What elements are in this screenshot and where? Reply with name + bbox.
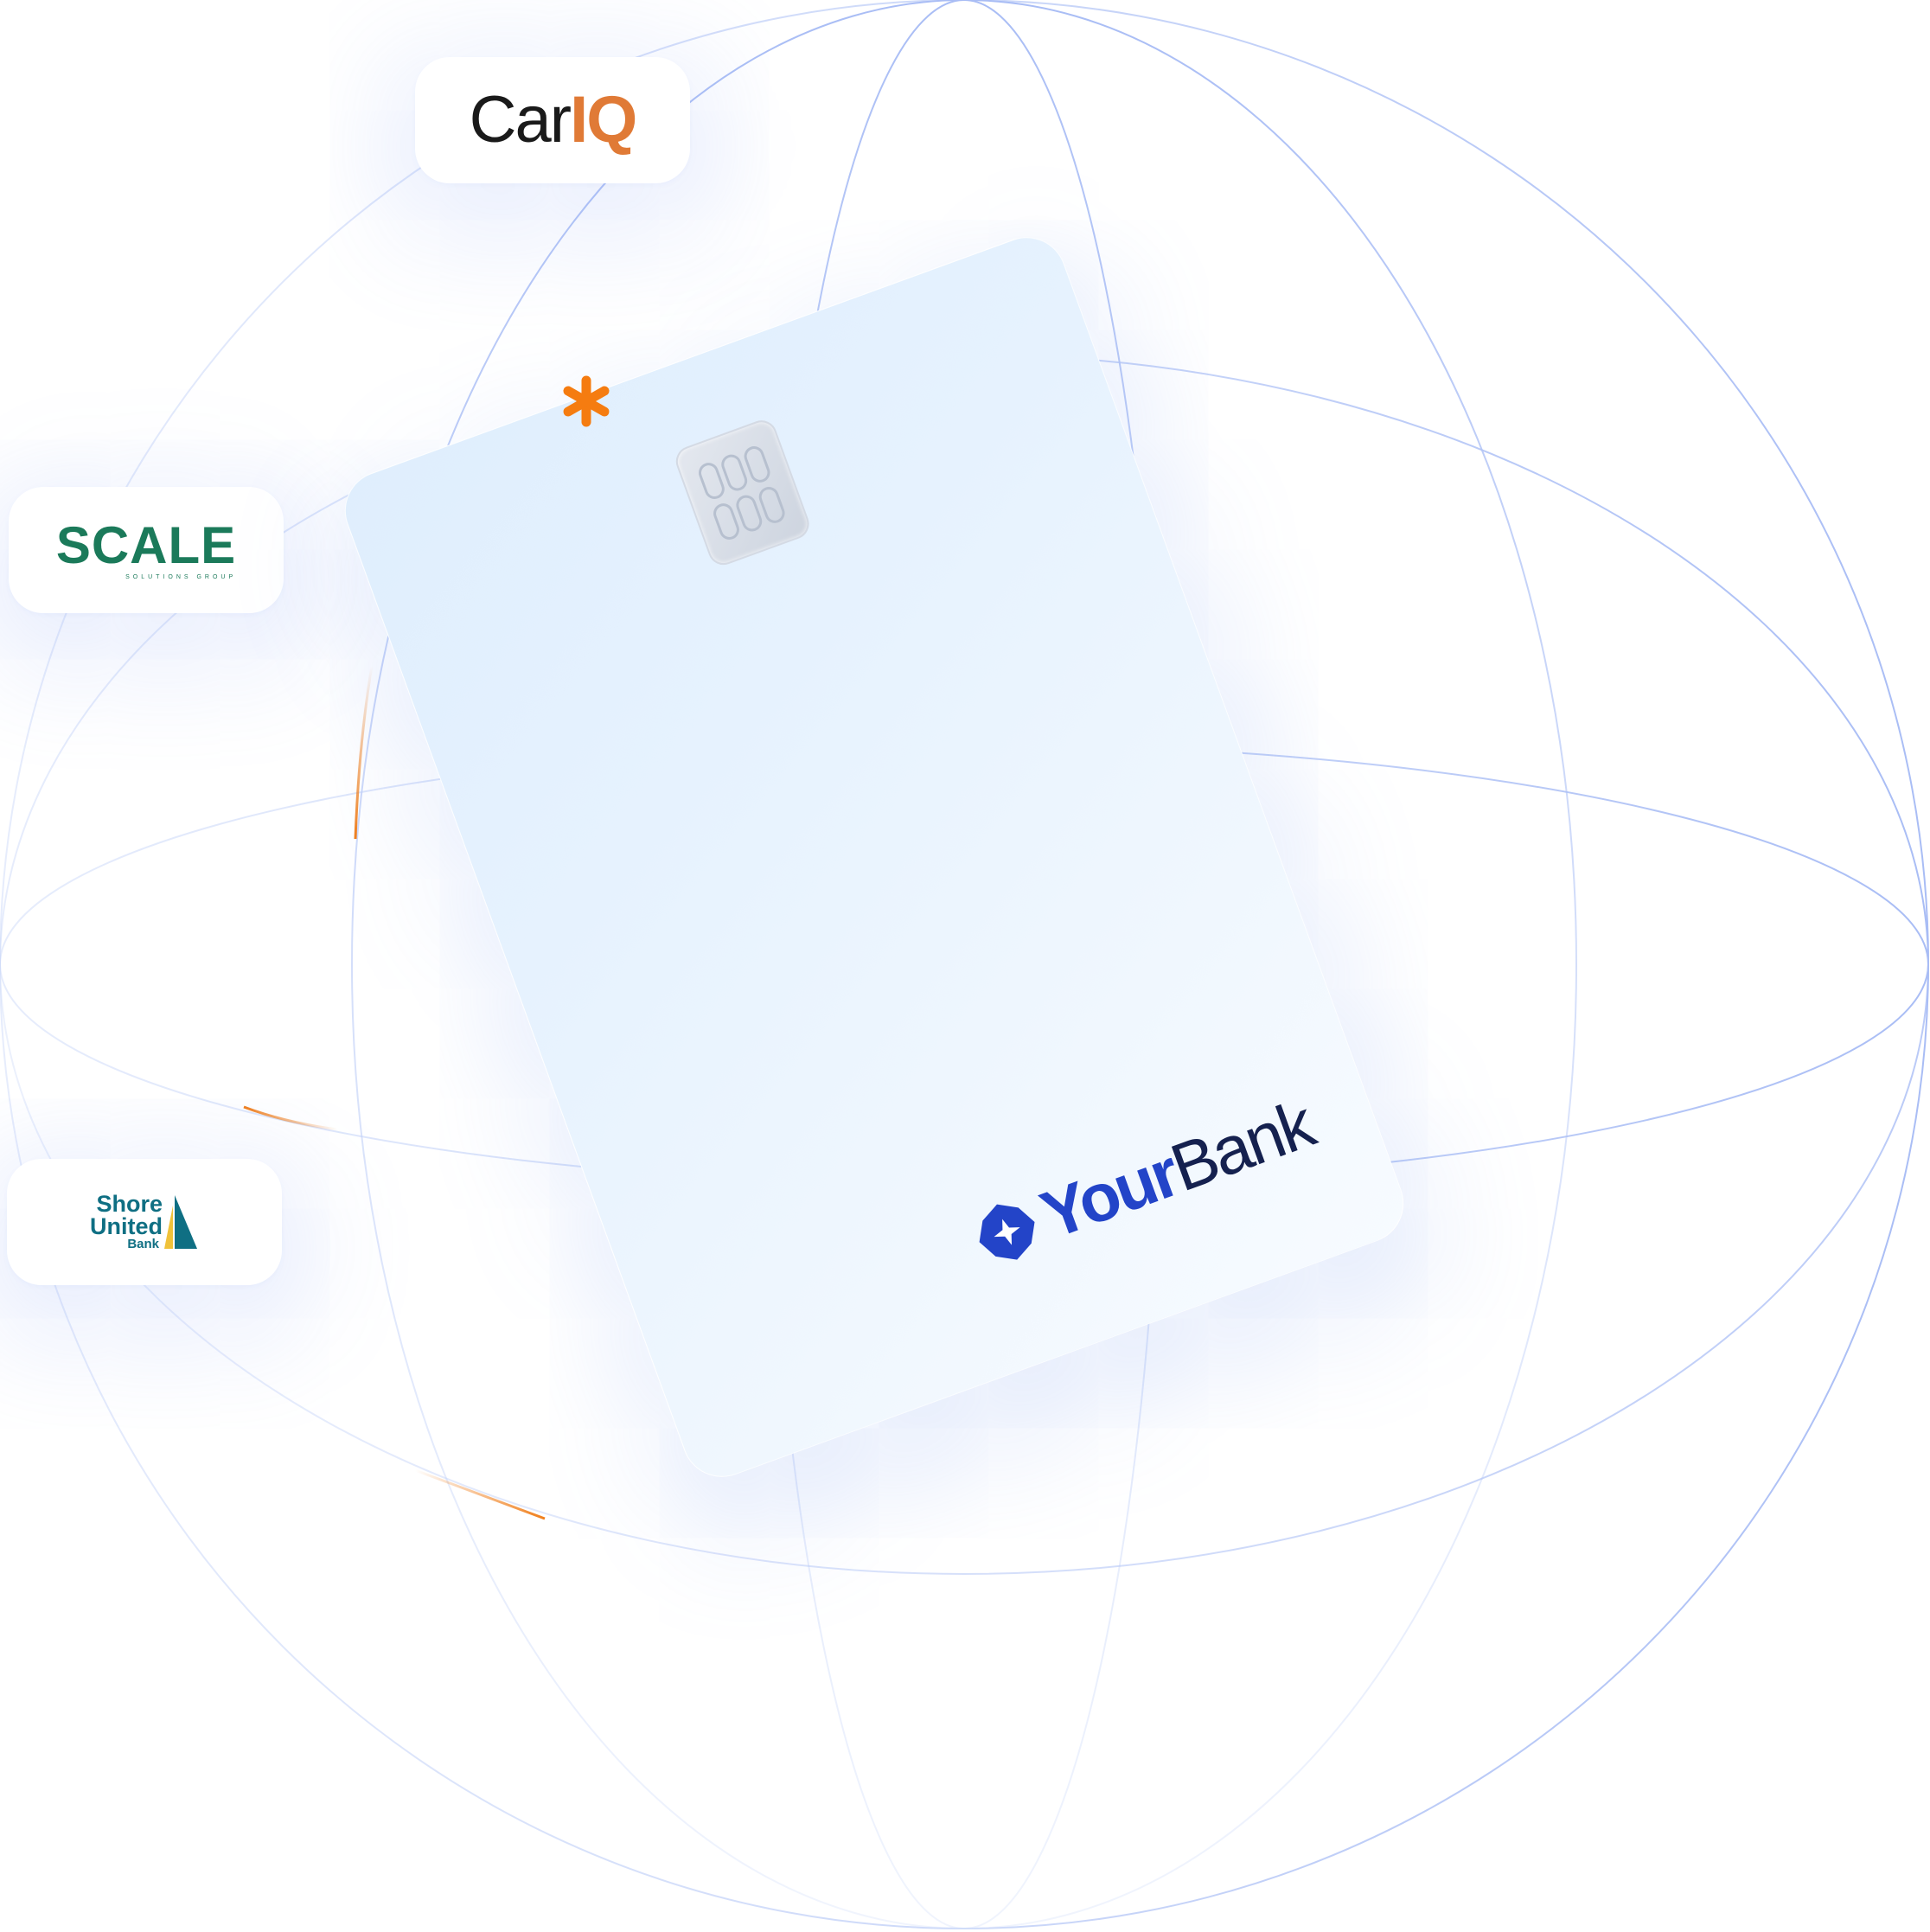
asterisk-icon [563,375,610,427]
orbit-accent-mid [243,1105,338,1131]
card-chip-icon [671,416,814,570]
scale-logo: SCALE SOLUTIONS GROUP [55,516,237,581]
shore-united-logo: Shore United Bank [90,1193,199,1251]
partner-card-cariq: CarIQ [415,57,690,183]
cariq-logo: CarIQ [469,83,638,157]
partner-card-scale: SCALE SOLUTIONS GROUP [9,487,284,613]
orbit-accent-bottom [414,1468,546,1520]
yourbank-star-icon [979,1204,1035,1259]
partner-card-shore-united: Shore United Bank [7,1159,282,1285]
sailboat-icon [164,1195,197,1249]
orbit-accent-left [354,665,374,840]
